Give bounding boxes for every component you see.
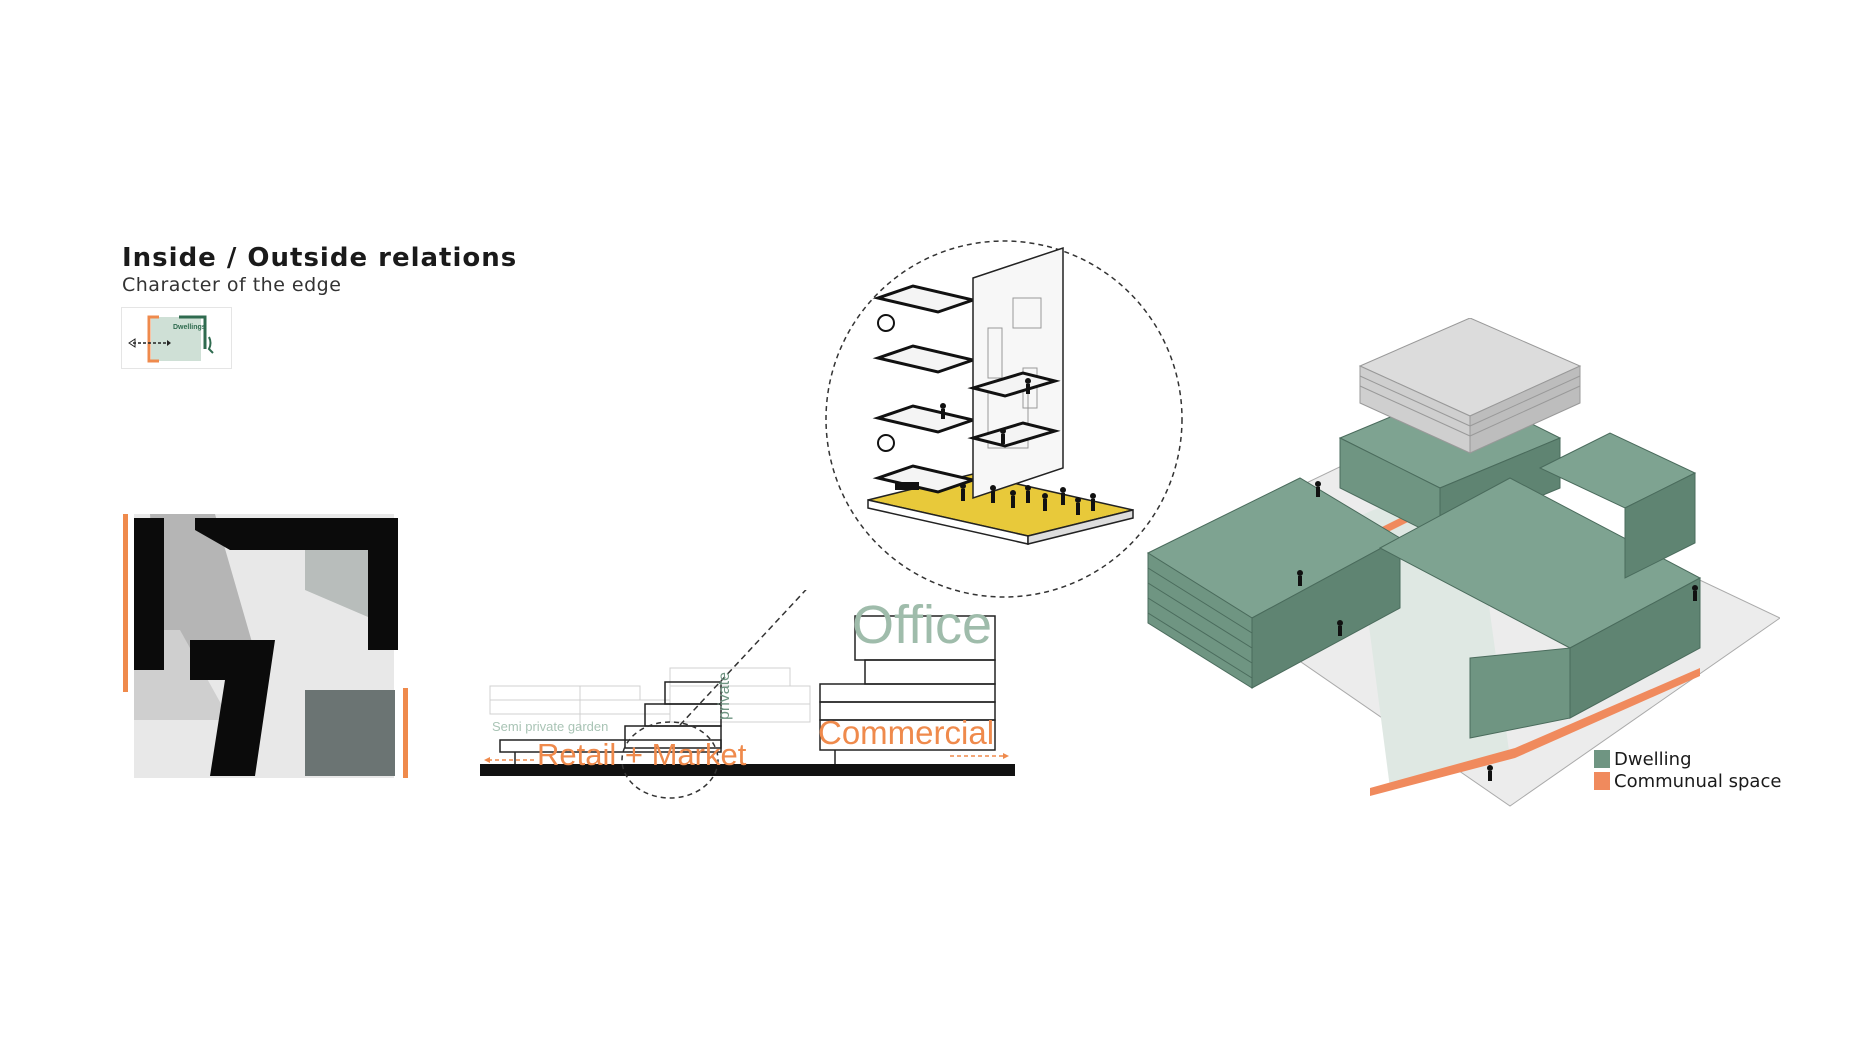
page-subtitle: Character of the edge [122,274,342,296]
section-diagram [480,590,1015,799]
legend-label-dwelling: Dwelling [1614,748,1692,770]
page-title: Inside / Outside relations [122,243,518,273]
label-private: private [716,671,733,720]
label-office: Office [852,595,993,655]
plan-wall-seven [190,640,275,776]
label-semi-private-garden: Semi private garden [492,719,609,734]
plan-grey-zone-right [305,550,375,620]
key-thumbnail-label: Dwellings [173,324,206,331]
plan-edge-right [403,688,408,778]
legend-item-dwelling: Dwelling [1594,748,1781,770]
legend: Dwelling Communual space [1594,748,1781,792]
plan-dark-block [305,690,395,776]
legend-swatch-communal [1594,772,1610,790]
key-thumbnail: Dwellings [121,307,232,369]
label-retail-market: Retail + Market [537,737,747,772]
plan-edge-left [123,514,128,692]
plan-wall-left [134,518,164,670]
legend-item-communal: Communual space [1594,770,1781,792]
isometric-massing [1146,318,1780,807]
plan-wall-top [195,518,398,650]
legend-label-communal: Communual space [1614,770,1782,792]
abstract-edge-plan [123,514,408,778]
legend-swatch-dwelling [1594,750,1610,768]
zoom-bubble [825,240,1183,598]
label-commercial: Commercial [818,714,995,751]
ground-slab [480,764,1015,776]
